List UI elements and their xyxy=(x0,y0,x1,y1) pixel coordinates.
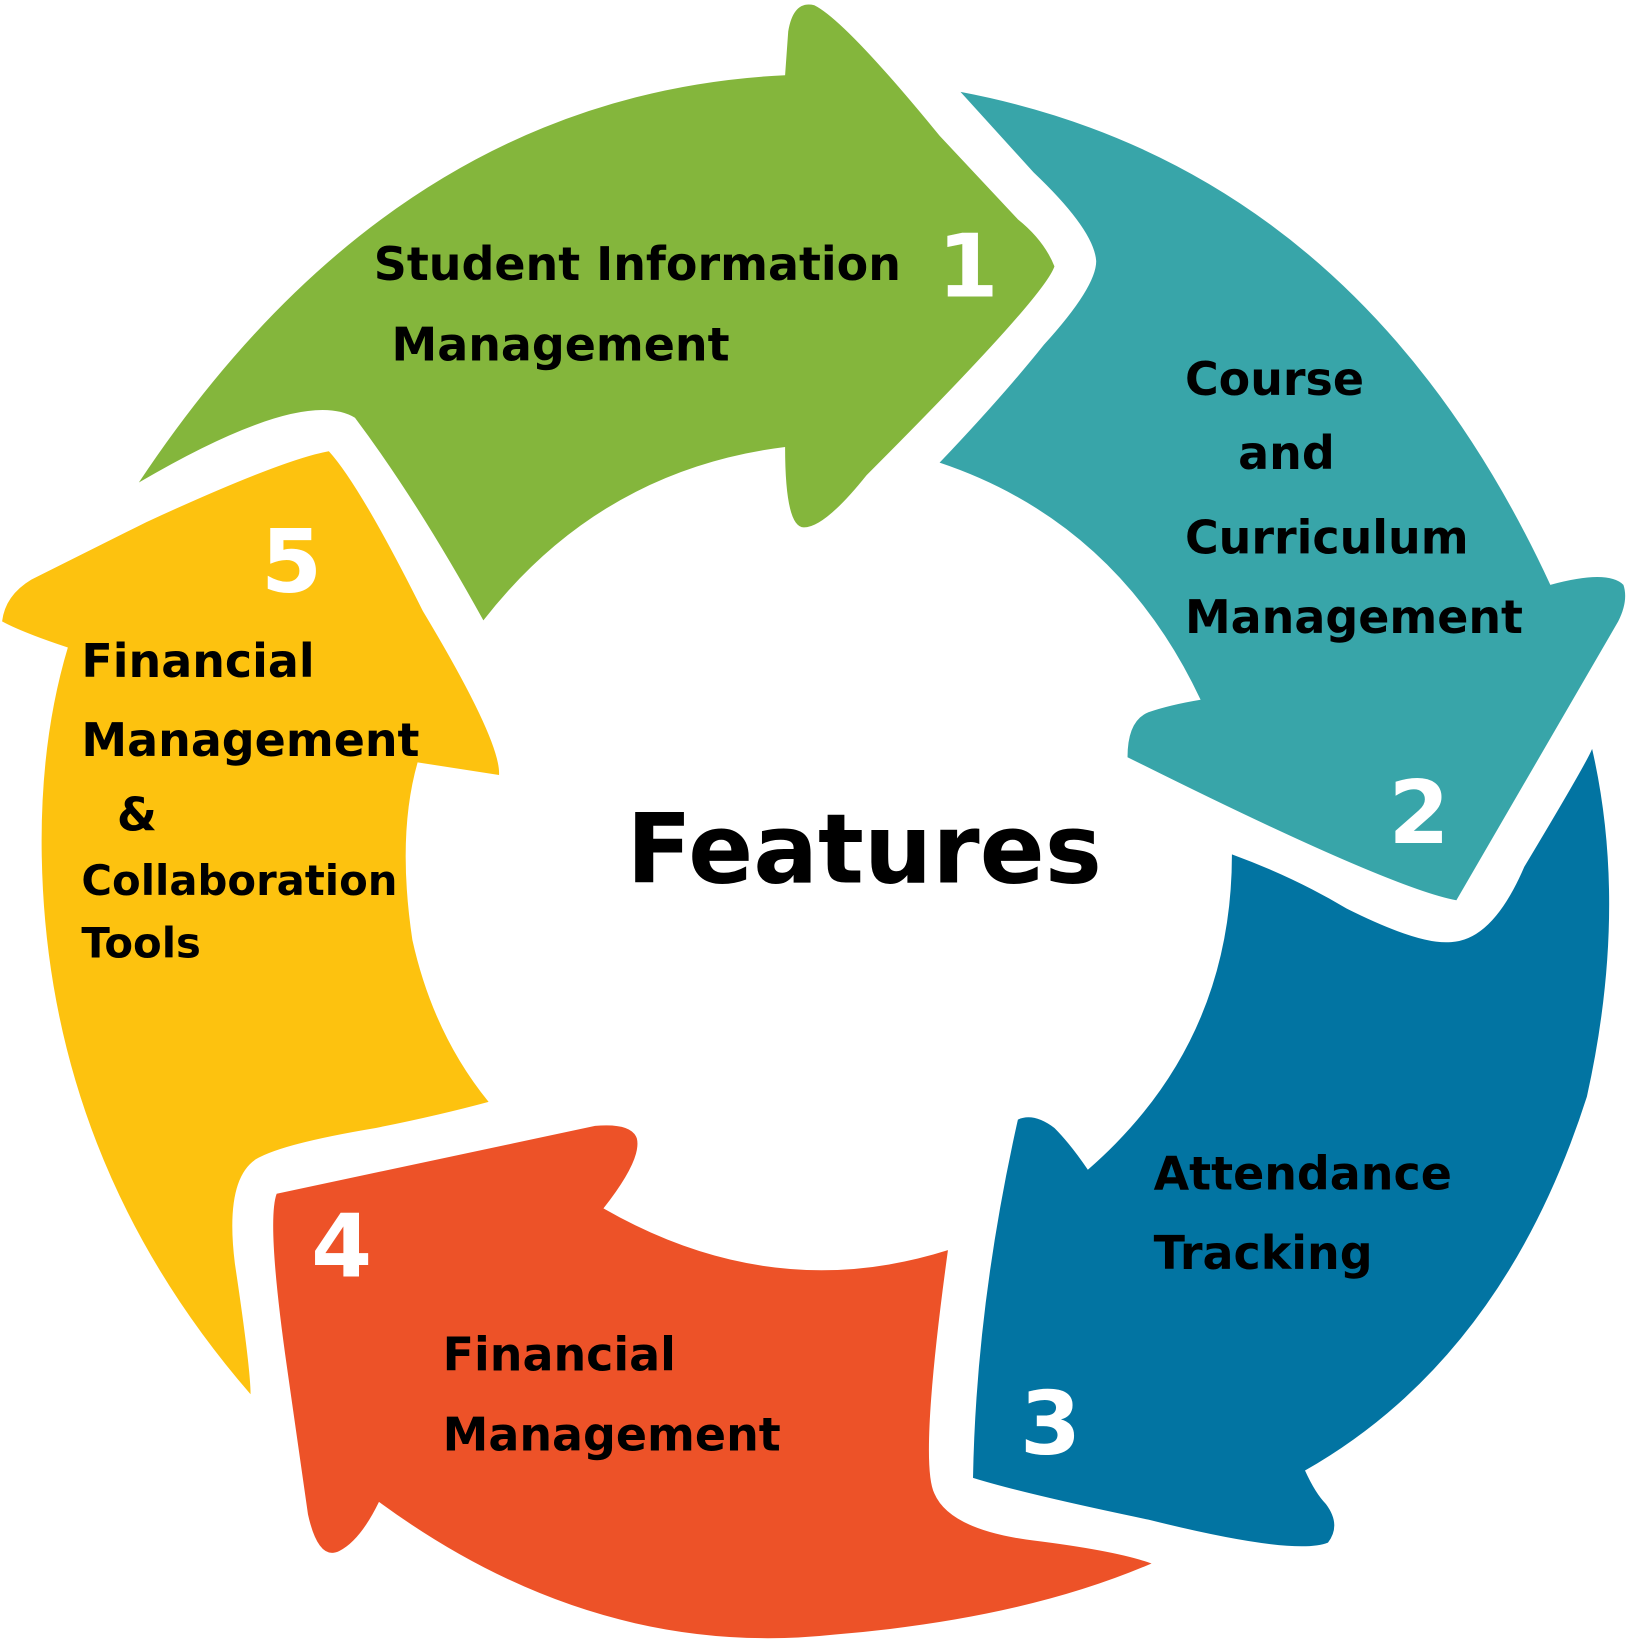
segment-2-number: 2 xyxy=(1389,762,1450,864)
segment-2-label-line-1: Course xyxy=(1185,352,1364,406)
arrow-segment-4 xyxy=(273,1125,1152,1639)
segment-3-label-line-2: Tracking xyxy=(1154,1226,1373,1280)
segment-3-label-line-1: Attendance xyxy=(1154,1147,1452,1201)
segment-5-label-line-3: & xyxy=(117,787,157,841)
segment-4-label-line-1: Financial xyxy=(443,1327,676,1381)
segment-4-number: 4 xyxy=(311,1195,372,1297)
segment-2-label-line-2: and xyxy=(1238,426,1335,480)
segment-1-label-line-2: Management xyxy=(392,317,730,371)
arrow-segment-3 xyxy=(973,748,1610,1547)
segment-5-label-line-5: Tools xyxy=(81,919,200,968)
segment-3-number: 3 xyxy=(1020,1373,1081,1475)
segment-5-label-line-1: Financial xyxy=(81,634,314,688)
segment-2-label-line-4: Management xyxy=(1185,590,1523,644)
segment-5-number: 5 xyxy=(261,511,322,613)
segment-2-label-line-3: Curriculum xyxy=(1185,511,1469,565)
segment-4-label-line-2: Management xyxy=(443,1408,781,1462)
segment-5-label-line-4: Collaboration xyxy=(81,856,397,905)
segment-5-label-line-2: Management xyxy=(81,713,419,767)
arrow-segment-5 xyxy=(2,451,500,1395)
arrow-segment-1 xyxy=(138,4,1055,621)
segment-1-label-line-1: Student Information xyxy=(374,237,901,291)
arrow-segment-2 xyxy=(939,91,1626,901)
center-title: Features xyxy=(626,794,1102,906)
segment-1-number: 1 xyxy=(938,216,999,318)
